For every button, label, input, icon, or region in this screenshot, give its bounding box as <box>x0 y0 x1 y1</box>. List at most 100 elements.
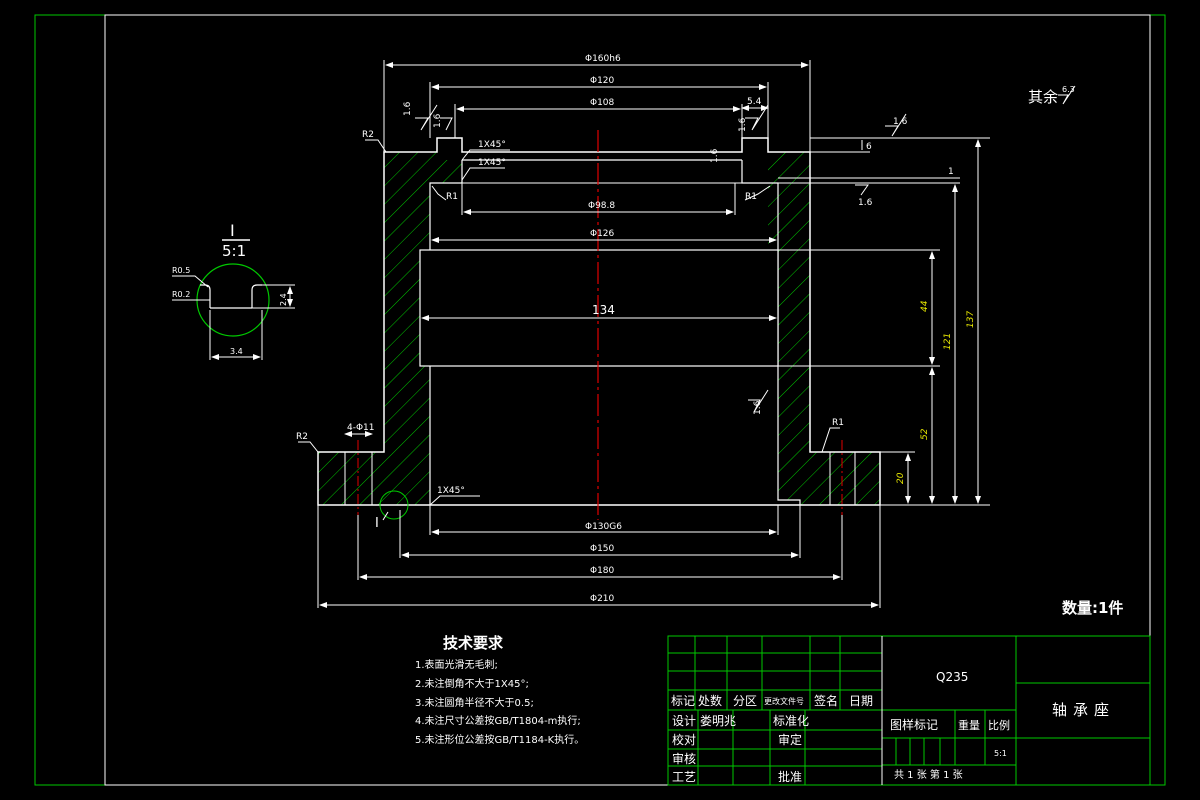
leader-r1 <box>821 427 840 453</box>
tech-item: 4.未注尺寸公差按GB/T1804-m执行; <box>415 714 581 727</box>
tech-item: 5.未注形位公差按GB/T1184-K执行。 <box>415 733 584 746</box>
text-r2-bottom: R2 <box>296 432 308 442</box>
roughness-right-face <box>885 113 907 137</box>
leader-r1-left <box>431 185 447 201</box>
text-d180: Φ180 <box>590 566 615 576</box>
text-ra-top-left: 1.6 <box>403 101 413 116</box>
tb-process: 工艺 <box>672 770 696 784</box>
text-r1-left: R1 <box>446 192 458 202</box>
leader-chamfer-3 <box>429 495 480 506</box>
text-r2-top: R2 <box>362 130 374 140</box>
text-chamfer-3: 1X45° <box>437 486 465 496</box>
text-d120: Φ120 <box>590 76 615 86</box>
tb-weight: 重量 <box>958 718 980 732</box>
text-d2-4: 2.4 <box>279 293 288 306</box>
leader-r2-bottom <box>298 441 319 453</box>
text-d130: Φ130G6 <box>585 522 622 532</box>
title-block <box>667 635 1151 786</box>
leader-chamfer-1 <box>461 149 510 161</box>
text-chamfer-2: 1X45° <box>478 158 506 168</box>
text-holes: 4-Φ11 <box>347 423 375 433</box>
text-d126: Φ126 <box>590 229 615 239</box>
tb-count: 处数 <box>698 693 722 708</box>
tb-zone: 分区 <box>733 694 757 708</box>
text-w5: 5.4 <box>747 97 762 107</box>
vertical-dim-texts: 44 121 137 52 20 <box>896 300 976 484</box>
tb-approve-b: 批准 <box>778 769 802 784</box>
quantity-label: 数量:1件 <box>1062 599 1123 617</box>
text-d3-4: 3.4 <box>230 347 243 356</box>
hatch-right-flange <box>855 452 880 505</box>
detail-label: I <box>230 221 235 240</box>
leader-r2-top <box>365 139 387 153</box>
tb-scale: 比例 <box>988 718 1010 732</box>
tech-item: 3.未注圆角半径不大于0.5; <box>415 696 534 709</box>
tb-design: 设计 <box>672 714 696 728</box>
tb-designer: 娄明兆 <box>700 713 736 728</box>
tech-requirements: 技术要求 1.表面光滑无毛刺; 2.未注倒角不大于1X45°; 3.未注圆角半径… <box>415 634 584 746</box>
surface-note: 其余 <box>1028 88 1058 106</box>
text-ra-mid: 1.6 <box>710 148 720 163</box>
leader-detail <box>382 511 389 521</box>
roughness-rest <box>1058 85 1076 105</box>
tech-item: 1.表面光滑无毛刺; <box>415 658 498 671</box>
text-d160: Φ160h6 <box>585 54 621 64</box>
leader-r0-5 <box>172 275 209 288</box>
text-d210: Φ210 <box>590 594 615 604</box>
text-h52: 52 <box>920 428 930 440</box>
text-h6: 6 <box>866 142 872 152</box>
text-ra-top-left2: 1.6 <box>433 113 443 128</box>
text-h121: 121 <box>943 333 953 350</box>
tb-sheets: 共 1 张 第 1 张 <box>894 768 963 781</box>
text-d98: Φ98.8 <box>588 201 615 211</box>
section-view <box>317 130 881 520</box>
tb-signature: 签名 <box>814 693 838 708</box>
dimension-texts: Φ160h6 Φ120 Φ108 Φ98.8 Φ126 134 Φ130G6 Φ… <box>296 54 954 604</box>
bearing-seat <box>419 249 779 367</box>
hatch-left-wall <box>345 152 462 505</box>
tb-standardize: 标准化 <box>773 714 809 728</box>
tb-part-name: 轴承座 <box>1052 701 1115 719</box>
text-d150: Φ150 <box>590 544 615 554</box>
title-block-texts: 标记 处数 分区 更改文件号 签名 日期 设计 娄明兆 标准化 校对 审定 审核… <box>671 670 1115 784</box>
roughness-top-left2 <box>440 117 453 131</box>
text-ra-bore: 1.6 <box>753 400 763 415</box>
roughness-top-right <box>745 104 769 131</box>
text-r1-right: R1 <box>745 192 757 202</box>
inner-border <box>104 14 1151 786</box>
tb-change-doc: 更改文件号 <box>764 696 804 706</box>
text-h44: 44 <box>920 300 930 312</box>
detail-texts: I 5:1 I R0.5 R0.2 3.4 2.4 <box>172 221 379 531</box>
surface-note-value: 6.3 <box>1062 85 1075 94</box>
dimensions <box>298 60 990 608</box>
tb-approve-a: 审定 <box>778 732 802 747</box>
text-134: 134 <box>592 303 615 317</box>
roughness-top-left <box>415 104 438 131</box>
text-h137: 137 <box>966 311 976 328</box>
detail-view <box>172 239 295 360</box>
tb-date: 日期 <box>849 694 873 708</box>
tech-item: 2.未注倒角不大于1X45°; <box>415 677 529 690</box>
tb-scale-value: 5:1 <box>994 749 1007 758</box>
roughness-right-bottom <box>855 184 869 196</box>
text-d108: Φ108 <box>590 98 615 108</box>
text-ra-top-right: 1.6 <box>738 117 748 132</box>
tech-title: 技术要求 <box>443 634 504 652</box>
detail-ref: I <box>375 516 379 531</box>
text-h1: 1 <box>948 167 954 177</box>
hatch-right-wall <box>768 152 855 505</box>
text-r1: R1 <box>832 418 844 428</box>
text-chamfer-1: 1X45° <box>478 140 506 150</box>
tb-check: 校对 <box>672 732 696 747</box>
tb-material: Q235 <box>936 670 968 684</box>
tb-review: 审核 <box>672 751 696 766</box>
roughness-bore <box>748 389 769 413</box>
text-h20: 20 <box>896 472 906 484</box>
detail-scale: 5:1 <box>222 242 246 260</box>
hatch-left-flange <box>318 452 345 505</box>
tb-stage-mark: 图样标记 <box>890 717 938 732</box>
text-ra-bottom: 1.6 <box>858 198 873 208</box>
text-ra-face: 1.6 <box>893 117 908 127</box>
text-r0-2: R0.2 <box>172 290 190 299</box>
leader-chamfer-2 <box>461 167 505 181</box>
